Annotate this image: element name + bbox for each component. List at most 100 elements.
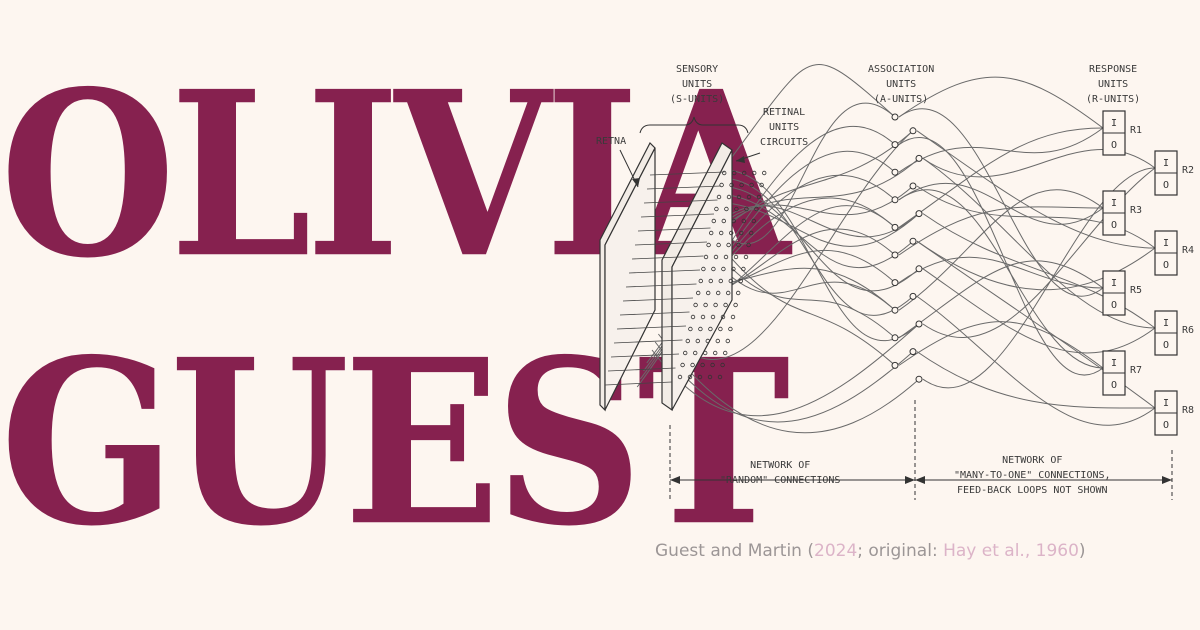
retina-connection [640,213,715,218]
sensory-unit-dot [695,338,700,344]
association-unit [891,223,899,231]
svg-text:I: I [1111,118,1117,129]
sensory-unit-dot [715,290,721,296]
association-unit [915,320,923,328]
response-unit-label: R3 [1130,205,1143,216]
sensory-unit-dot [700,362,705,368]
sensory-unit-dot [703,254,709,260]
sensory-unit-dot [716,194,722,200]
random-connection [705,102,896,245]
svg-text:I: I [1111,358,1117,369]
response-unit-label: R2 [1182,165,1195,176]
figure-caption: Guest and Martin (2024; original: Hay et… [655,541,1086,561]
sensory-unit-dot [698,278,703,284]
association-unit [891,141,899,149]
response-unit-label: R6 [1182,325,1195,336]
response-unit-label: R4 [1182,245,1195,256]
sensory-unit-dot [754,206,759,212]
svg-text:O: O [1163,420,1169,431]
svg-text:I: I [1111,198,1117,209]
response-unit-label: R5 [1130,285,1143,296]
sensory-unit-dot [725,290,731,296]
svg-text:I: I [1163,318,1169,329]
sensory-unit-dot [736,194,742,200]
many-to-one-connection [898,182,1104,225]
sensory-unit-dot [714,206,719,212]
sensory-unit-dot [739,182,744,188]
caption-middle: ; original: [857,541,944,561]
sensory-unit-dot [721,266,726,272]
sensory-unit-dot [726,194,732,200]
svg-text:O: O [1163,180,1169,191]
svg-text:O: O [1111,380,1117,391]
sensory-unit-dot [759,182,764,188]
last-name: GUEST [0,309,790,577]
sensory-unit-dot [718,326,723,332]
svg-text:I: I [1111,278,1117,289]
sensory-unit-dot [682,350,688,356]
sensory-unit-dot [719,182,724,188]
first-name: OLIVIA [0,41,790,309]
retina-connection [610,353,680,358]
sensory-unit-dot [710,314,716,320]
sensory-unit-dot [746,194,752,200]
response-unit-5: IO [1102,270,1126,316]
association-unit [909,182,917,190]
sensory-unit-dot [749,182,754,188]
retina-connection [646,185,722,190]
sensory-unit-dot [741,170,747,176]
retina-connection [634,241,708,246]
association-unit [891,168,899,176]
caption-suffix: ) [1078,541,1086,561]
many-to-one-connection [898,127,1104,173]
association-unit [909,348,917,356]
response-unit-3: IO [1102,190,1126,236]
sensory-unit-dot [725,338,730,344]
association-units-label: ASSOCIATION UNITS (A-UNITS) [868,64,935,105]
svg-text:O: O [1163,340,1169,351]
sensory-unit-dot [708,326,713,332]
sensory-unit-dot [741,266,746,272]
retina-connection [619,311,690,316]
sensory-unit-dot [736,242,741,248]
sensory-unit-dot [731,218,736,224]
random-connection [723,169,920,342]
response-unit-1: IO [1102,110,1126,156]
association-unit [891,306,899,314]
sensory-unit-dot [712,350,718,356]
many-to-one-connection [898,256,1104,289]
association-unit [915,375,923,383]
association-unit [909,292,917,300]
random-connection [658,333,920,434]
sensory-bracket [639,116,749,134]
sensory-unit-dot [756,194,762,200]
random-connection [725,64,896,166]
caption-prefix: Guest and Martin ( [655,541,814,561]
sensory-unit-dot [695,290,701,296]
sensory-unit-dot [690,314,696,320]
sensory-unit-dot [738,230,744,236]
random-connection [714,193,914,268]
response-unit-6: IO [1154,310,1178,356]
caption-original: Hay et al., 1960 [943,541,1079,561]
sensory-unit-dot [711,266,716,272]
retina-connection [628,269,701,274]
svg-text:O: O [1163,260,1169,271]
sensory-unit-dot [685,338,690,344]
svg-text:I: I [1163,238,1169,249]
sensory-unit-dot [698,326,703,332]
sensory-unit-dot [746,242,751,248]
many-to-one-connection [916,295,1156,426]
sensory-unit-dot [751,218,756,224]
sensory-unit-dot [713,254,719,260]
response-unit-label: R8 [1182,405,1195,416]
sensory-unit-dot [700,314,706,320]
many-to-one-connection [916,130,1156,249]
response-unit-7: IO [1102,350,1126,396]
sensory-unit-dot [720,314,726,320]
sensory-unit-dot [703,302,708,308]
sensory-unit-dot [731,266,736,272]
many-to-one-network-label: NETWORK OF "MANY-TO-ONE" CONNECTIONS, FE… [954,455,1111,496]
sensory-unit-dot [738,278,743,284]
svg-text:I: I [1163,158,1169,169]
